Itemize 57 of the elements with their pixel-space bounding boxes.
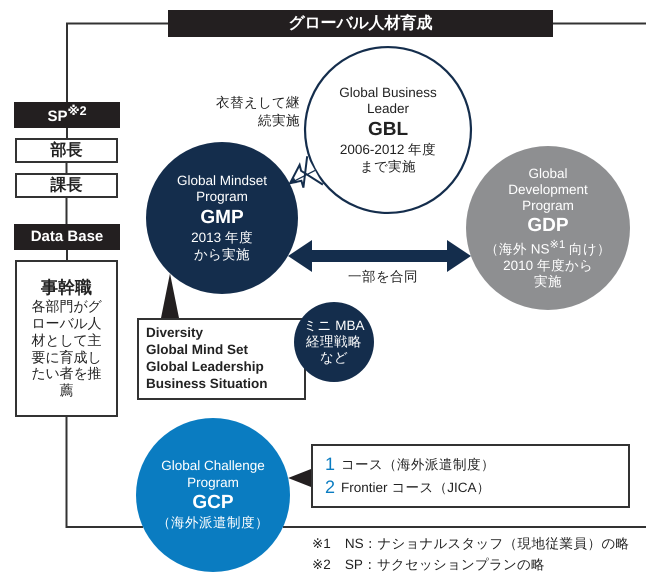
program-name: Global Development Program (507, 166, 589, 214)
connector-line (553, 22, 646, 24)
program-name: Global Challenge Program (160, 458, 266, 491)
program-period: 2013 年度から実施 (190, 230, 254, 263)
rank-label: 部長 (50, 140, 82, 160)
note-text: 衣替えして継続実施 (215, 94, 300, 130)
topic-callout (137, 318, 306, 400)
rank-box (15, 173, 118, 198)
list-number: 2 (325, 476, 336, 499)
candidate-title: 事幹職 (41, 278, 92, 298)
course-item: Frontier コース（JICA） (341, 478, 492, 496)
rank-box (14, 102, 120, 128)
program-name: Global Business Leader (338, 85, 438, 118)
connector-line (66, 198, 68, 224)
database-label: Data Base (30, 228, 104, 246)
course-text: ミニ MBA経理戦略など (302, 318, 366, 366)
rank-label: 課長 (50, 176, 82, 196)
program-code: GBL (368, 118, 408, 142)
rank-label: SP$^{※2}$ (47, 104, 87, 126)
program-bubble (303, 45, 473, 215)
connector-line (66, 250, 68, 260)
course-list-box (311, 444, 630, 508)
connector-line (283, 526, 646, 528)
program-period: 2010 年度から実施 (502, 258, 594, 290)
list-number: 1 (325, 452, 336, 476)
topic-item: Global Mind Set (146, 342, 248, 359)
program-name: Global Mindset Program (176, 173, 268, 206)
footnote: ※2 SP：サクセッションプランの略 (312, 556, 545, 574)
connector-line (66, 22, 168, 102)
program-circle (466, 146, 630, 310)
program-circle (136, 418, 290, 572)
program-note: （海外派遣制度） (157, 515, 269, 532)
callout-pointer (161, 273, 179, 318)
program-code: GCP (192, 492, 234, 514)
connector-line (66, 417, 143, 528)
footnote: ※1 NS：ナショナルスタッフ（現地従業員）の略 (312, 535, 630, 553)
topic-item: Diversity (146, 325, 204, 342)
topic-item: Global Leadership (146, 359, 264, 376)
rank-box (15, 138, 118, 163)
connector-line (66, 128, 68, 138)
connector-line (66, 163, 68, 173)
speech-tail (288, 155, 324, 189)
course-circle (294, 302, 374, 382)
course-item: コース（海外派遣制度） (341, 456, 496, 474)
program-period: 2006-2012 年度まで実施 (338, 142, 438, 175)
program-circle (146, 142, 298, 294)
candidate-description: 各部門がグローバル人材として主要に育成したい者を推薦 (30, 298, 103, 400)
candidate-box (15, 260, 118, 417)
double-arrow (288, 240, 471, 272)
title-banner (168, 10, 553, 37)
callout-pointer (288, 469, 311, 487)
program-target: （海外 NS$^{※1}$ 向け） (485, 239, 611, 258)
topic-item: Business Situation (146, 376, 268, 393)
program-code: GDP (527, 215, 569, 238)
title-text: グローバル人材育成 (288, 14, 432, 34)
program-code: GMP (200, 206, 244, 230)
database-box (14, 224, 120, 250)
